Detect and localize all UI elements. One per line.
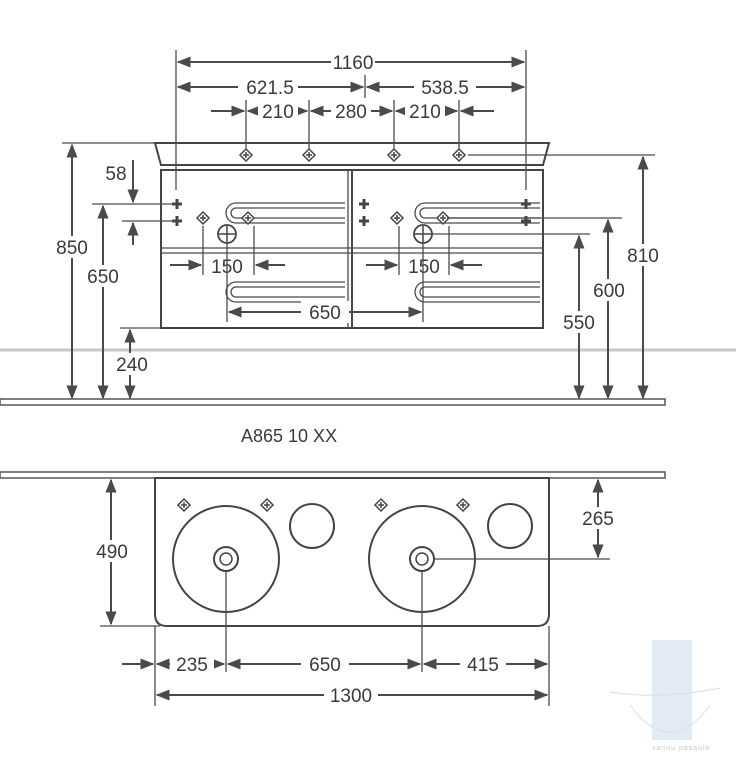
dim-bowl-center-depth: 265 [582, 509, 614, 530]
dim-drain-spacing: 650 [309, 303, 341, 324]
dim-tap-left: 210 [262, 102, 294, 123]
dim-lower-height: 550 [563, 313, 595, 334]
dim-floor-gap: 240 [116, 355, 148, 376]
dim-cabinet-top: 810 [627, 246, 659, 267]
watermark-logo: vannu pasaule [609, 640, 721, 752]
dim-tap-center: 280 [335, 102, 367, 123]
handle-upper-left [225, 202, 345, 224]
dim-tap-right: 210 [409, 102, 441, 123]
handle-lower-left [225, 281, 345, 303]
tap-hole-right [487, 503, 533, 549]
dim-overall-width: 1160 [333, 53, 374, 74]
dim-right-width: 538.5 [421, 78, 469, 99]
dim-drain-height: 600 [593, 281, 625, 302]
floor-line [0, 398, 666, 406]
svg-text:vannu pasaule: vannu pasaule [652, 745, 711, 752]
model-caption: A865 10 XX [241, 426, 337, 446]
dim-left-width: 621.5 [246, 78, 294, 99]
dim-overall-height: 850 [56, 238, 88, 259]
dim-right-offset: 415 [467, 655, 499, 676]
dim-drain-width-right: 150 [408, 257, 440, 278]
dim-overall-width-top: 1300 [330, 686, 372, 707]
dim-depth: 490 [96, 542, 128, 563]
tap-hole-left [289, 503, 335, 549]
countertop [153, 142, 551, 166]
dim-left-offset: 235 [176, 655, 208, 676]
dim-upper-height: 650 [87, 267, 119, 288]
dim-offset: 58 [105, 164, 126, 185]
handle-upper-right [414, 202, 540, 224]
front-view: 1160 621.5 538.5 210 280 210 850 [0, 50, 736, 406]
dim-bowl-spacing: 650 [309, 655, 341, 676]
top-view: 490 265 235 650 415 1300 [0, 471, 666, 707]
